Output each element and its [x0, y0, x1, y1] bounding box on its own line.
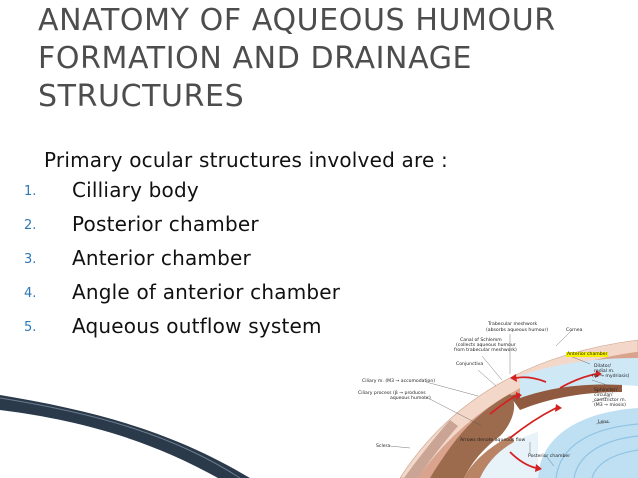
- list-number: 5.: [24, 320, 37, 335]
- label-conjunctiva: Conjunctiva: [456, 362, 484, 367]
- list-number: 3.: [24, 252, 37, 267]
- list-item: 5. Aqueous outflow system: [0, 312, 420, 346]
- label-sphincter: Sphincter/: [594, 388, 618, 393]
- label-canal: Canal of Schlemm: [460, 338, 502, 343]
- list-text: Anterior chamber: [72, 246, 251, 270]
- aqueous-anatomy-figure: Trabecular meshwork (absorbs aqueous hum…: [358, 316, 638, 478]
- label-sclera: Sclera: [376, 444, 391, 449]
- label-ciliary-muscle: Ciliary m. (M3 → accomodation): [362, 379, 436, 384]
- list-text: Angle of anterior chamber: [72, 280, 341, 304]
- label-sphincter-2: circular/: [594, 393, 613, 398]
- list-number: 1.: [24, 184, 37, 199]
- label-dilator-2: radial m.: [594, 369, 615, 374]
- list-item: 2. Posterior chamber: [0, 210, 420, 244]
- title-line-3: STRUCTURES: [38, 79, 245, 114]
- label-canal-note: (collects aqueous humour: [456, 343, 516, 348]
- label-trabecular: Trabecular meshwork: [488, 322, 538, 327]
- list-item: 1. Cilliary body: [0, 176, 420, 210]
- structures-list: 1. Cilliary body 2. Posterior chamber 3.…: [0, 176, 420, 346]
- label-lens: Lens: [598, 420, 609, 425]
- label-flow-arrows: Arrows denote aqueous flow: [460, 438, 526, 443]
- label-ciliary-process-2: aqueous humour): [390, 396, 431, 401]
- title-line-1: ANATOMY OF AQUEOUS HUMOUR: [38, 3, 556, 38]
- label-dilator-3: (α₁ → mydriasis): [592, 374, 630, 379]
- list-item: 3. Anterior chamber: [0, 244, 420, 278]
- label-dilator: Dilator/: [594, 364, 611, 369]
- label-trabecular-note: (absorbs aqueous humour): [486, 328, 549, 333]
- intro-text: Primary ocular structures involved are :: [44, 148, 448, 172]
- label-sphincter-4: (M3 → miosis): [594, 403, 626, 408]
- label-anterior-chamber: Anterior chamber: [566, 352, 609, 358]
- anatomy-illustration: [389, 329, 638, 478]
- title-line-2: FORMATION AND DRAINAGE: [38, 41, 473, 76]
- list-text: Aqueous outflow system: [72, 314, 322, 338]
- list-number: 4.: [24, 286, 37, 301]
- list-item: 4. Angle of anterior chamber: [0, 278, 420, 312]
- label-cornea: Cornea: [566, 328, 583, 333]
- label-ciliary-process: Ciliary process (β → produces: [358, 391, 426, 396]
- label-sphincter-3: constrictor m.: [594, 398, 627, 403]
- list-number: 2.: [24, 218, 37, 233]
- label-posterior-chamber: Posterior chamber: [528, 454, 571, 459]
- slide-title: ANATOMY OF AQUEOUS HUMOUR FORMATION AND …: [38, 2, 618, 116]
- list-text: Posterior chamber: [72, 212, 259, 236]
- label-canal-note2: from trabecular meshwork): [454, 348, 517, 353]
- list-text: Cilliary body: [72, 178, 199, 202]
